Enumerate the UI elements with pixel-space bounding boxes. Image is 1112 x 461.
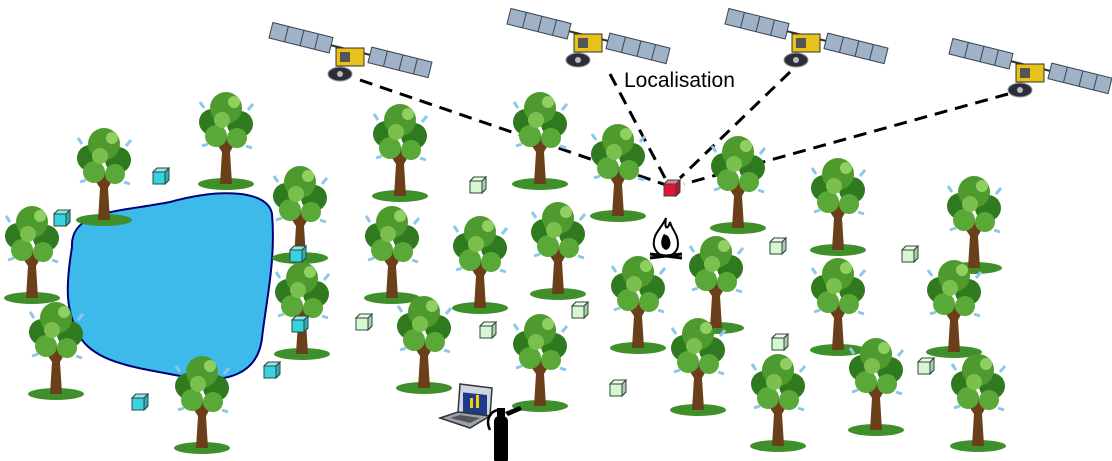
- link-satellite-3: [678, 70, 792, 180]
- sensor-node-icon: [263, 361, 281, 379]
- sensor-node-icon: [469, 176, 487, 194]
- tree-icon: [450, 214, 510, 316]
- fire-extinguisher-icon: [486, 406, 522, 461]
- sensor-node-icon: [769, 237, 787, 255]
- tree-icon: [196, 90, 256, 192]
- alert-sensor-icon: [663, 179, 681, 197]
- sensor-node-icon: [479, 321, 497, 339]
- satellite-icon: [267, 21, 433, 82]
- sensor-node-icon: [917, 357, 935, 375]
- satellite-icon: [505, 7, 671, 68]
- sensor-node-icon: [131, 393, 149, 411]
- sensor-node-icon: [901, 245, 919, 263]
- fire-icon: [649, 217, 683, 260]
- tree-icon: [588, 122, 648, 224]
- tree-icon: [944, 174, 1004, 276]
- sensor-node-icon: [771, 333, 789, 351]
- satellite-icon: [723, 7, 889, 68]
- tree-icon: [748, 352, 808, 454]
- tree-icon: [510, 312, 570, 414]
- tree-icon: [272, 260, 332, 362]
- sensor-node-icon: [355, 313, 373, 331]
- satellite-icon: [947, 37, 1112, 98]
- tree-icon: [924, 258, 984, 360]
- tree-icon: [2, 204, 62, 306]
- tree-icon: [394, 294, 454, 396]
- tree-icon: [808, 256, 868, 358]
- sensor-node-icon: [289, 245, 307, 263]
- tree-icon: [510, 90, 570, 192]
- localisation-label: Localisation: [624, 69, 735, 92]
- sensor-node-icon: [571, 301, 589, 319]
- tree-icon: [708, 134, 768, 236]
- sensor-node-icon: [53, 209, 71, 227]
- tree-icon: [528, 200, 588, 302]
- sensor-node-icon: [152, 167, 170, 185]
- tree-icon: [948, 352, 1008, 454]
- tree-icon: [608, 254, 668, 356]
- lake-shape: [66, 192, 274, 381]
- sensor-node-icon: [609, 379, 627, 397]
- tree-icon: [808, 156, 868, 258]
- tree-icon: [370, 102, 430, 204]
- tree-icon: [362, 204, 422, 306]
- sensor-node-icon: [291, 315, 309, 333]
